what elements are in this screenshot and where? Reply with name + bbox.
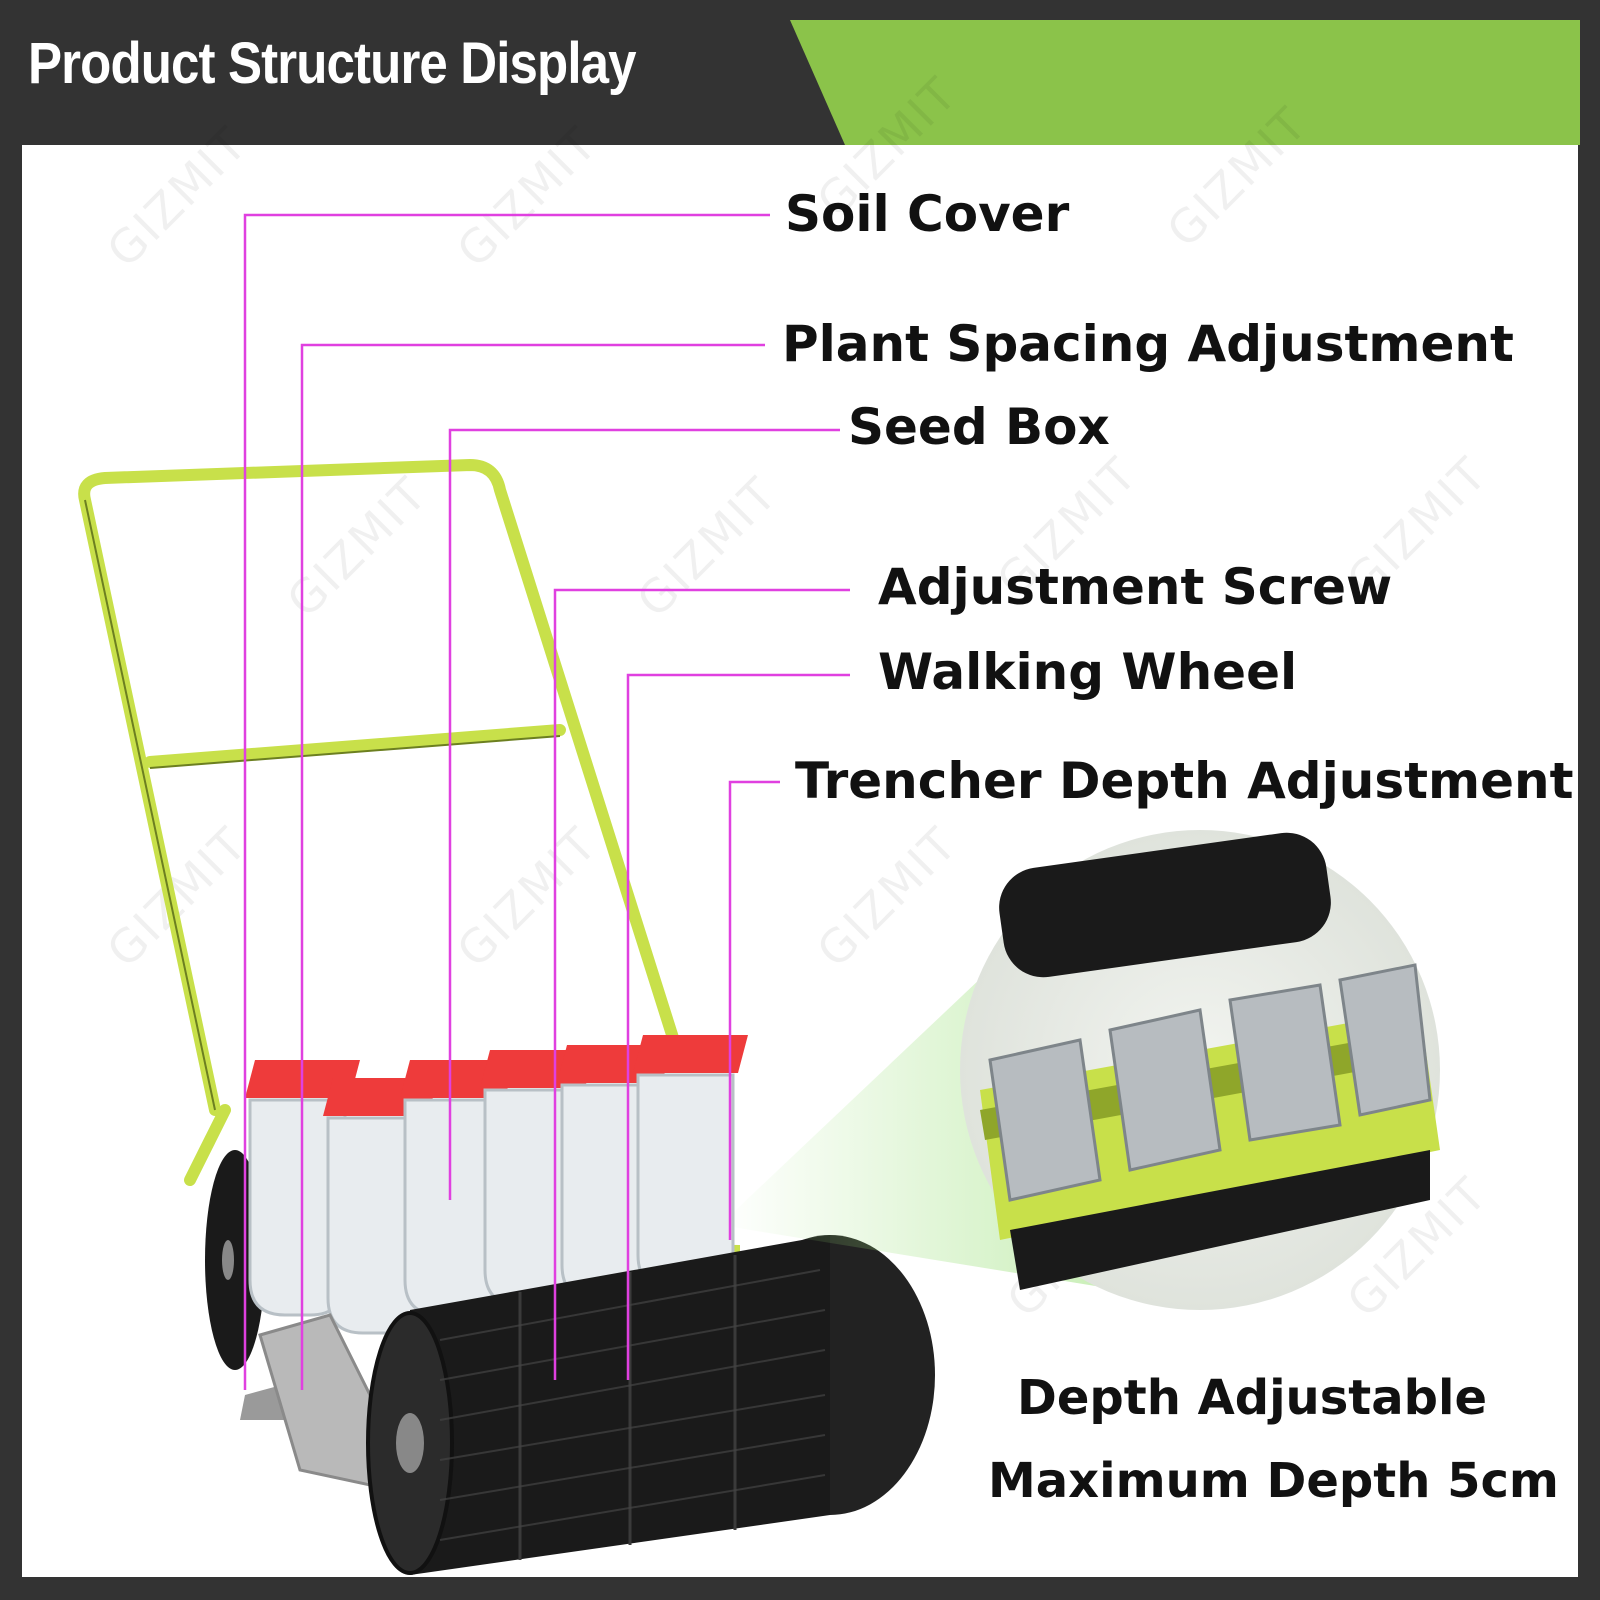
leader-lines <box>243 213 850 1390</box>
header-accent-band <box>790 20 1580 145</box>
handle-frame <box>78 459 686 1186</box>
callout-adjustment-screw: Adjustment Screw <box>878 558 1393 616</box>
callout-walking-wheel: Walking Wheel <box>878 643 1298 701</box>
walking-wheel-roller <box>366 1235 935 1575</box>
callout-seed-box: Seed Box <box>848 398 1110 456</box>
page-title: Product Structure Display <box>28 31 637 96</box>
callout-plant-spacing-adjustment: Plant Spacing Adjustment <box>782 315 1514 373</box>
detail-note-line1: Depth Adjustable <box>1017 1370 1487 1426</box>
detail-note-line2: Maximum Depth 5cm <box>988 1453 1559 1509</box>
callout-soil-cover: Soil Cover <box>785 185 1070 243</box>
callout-trencher-depth-adjustment: Trencher Depth Adjustment <box>795 752 1574 810</box>
detail-mechanism <box>980 832 1440 1290</box>
